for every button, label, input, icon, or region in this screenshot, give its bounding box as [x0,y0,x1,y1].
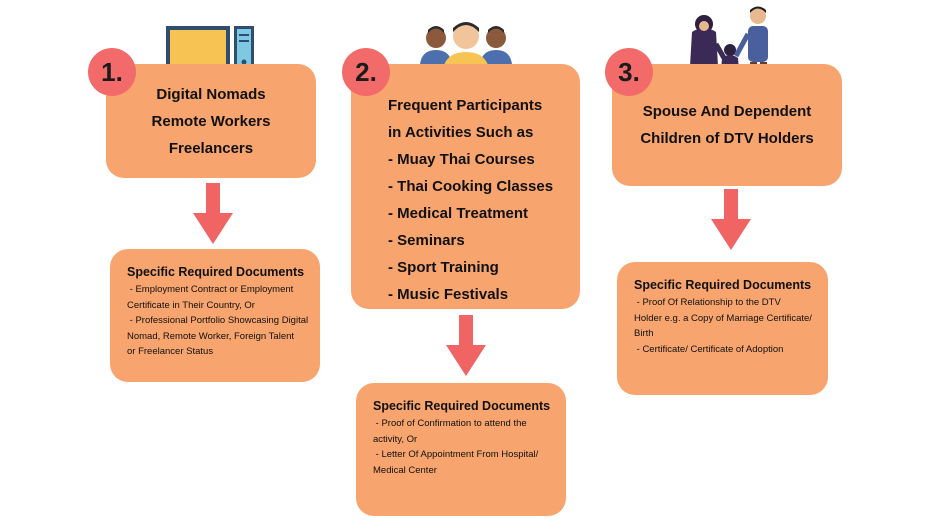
activity-item: - Medical Treatment [388,205,529,222]
category-line: Remote Workers [151,112,271,130]
document-line: activity, Or [373,433,418,445]
step-number-badge: 2. [342,48,390,96]
documents-box-3: Specific Required Documents - Proof Of R… [617,262,828,395]
category-line: Children of DTV Holders [640,130,814,147]
down-arrow-icon [711,189,751,250]
people-group-icon [418,16,514,81]
documents-title: Specific Required Documents [127,265,305,279]
activity-item: - Seminars [388,232,465,249]
document-line: - Letter Of Appointment From Hospital/ [373,449,539,460]
category-line: Freelancers [168,139,254,157]
document-line: Nomad, Remote Worker, Foreign Talent [127,330,295,342]
documents-box-1: Specific Required Documents - Employment… [110,249,320,382]
document-line: - Proof of Confirmation to attend the [373,418,527,429]
document-line: - Professional Portfolio Showcasing Digi… [127,315,309,326]
document-line: Birth [634,328,654,339]
documents-box-2: Specific Required Documents - Proof of C… [356,383,566,516]
activity-item: - Muay Thai Courses [388,151,535,168]
activity-item: - Music Festivals [388,286,509,303]
down-arrow-icon [446,315,486,376]
document-line: Medical Center [373,464,437,476]
document-line: - Certificate/ Certificate of Adoption [634,343,784,355]
document-line: - Employment Contract or Employment [127,284,294,295]
document-line: - Proof Of Relationship to the DTV [634,297,781,308]
documents-title: Specific Required Documents [634,278,812,292]
category-box-1: Digital Nomads Remote Workers Freelancer… [106,64,316,178]
activity-item: - Thai Cooking Classes [388,178,554,195]
documents-title: Specific Required Documents [373,399,551,413]
category-line: Spouse And Dependent [642,103,812,120]
document-line: or Freelancer Status [127,346,214,357]
step-number-badge: 3. [605,48,653,96]
document-line: Certificate in Their Country, Or [127,299,255,311]
category-box-3: Spouse And Dependent Children of DTV Hol… [612,64,842,186]
step-number-badge: 1. [88,48,136,96]
category-line: Digital Nomads [156,85,266,103]
category-line: Frequent Participants [388,97,543,114]
document-line: Holder e.g. a Copy of Marriage Certifica… [634,312,812,324]
computer-icon [164,24,256,81]
down-arrow-icon [193,183,233,244]
activity-item: - Sport Training [388,259,499,276]
category-box-2: Frequent Participants in Activities Such… [351,64,580,309]
category-line: in Activities Such as [388,124,534,141]
